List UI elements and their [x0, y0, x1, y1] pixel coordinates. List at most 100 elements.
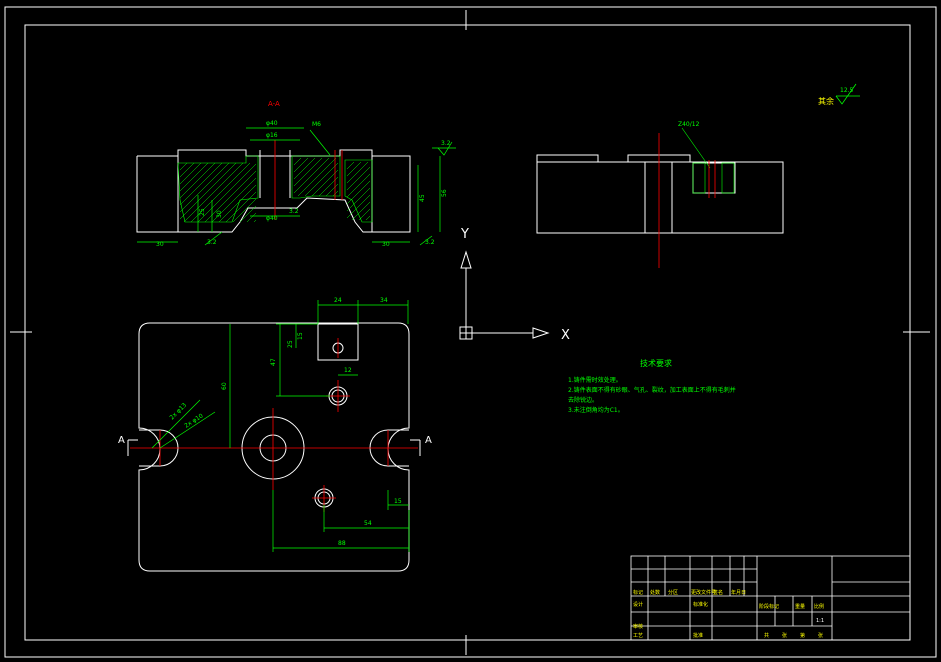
hatch-line [311, 169, 339, 197]
notes-title: 技术要求 [640, 358, 672, 368]
hatch-line [218, 184, 257, 223]
section-mark-left: A [118, 435, 125, 446]
section-view [136, 140, 411, 233]
svg-text:45: 45 [419, 194, 426, 202]
svg-text:重量: 重量 [795, 603, 805, 610]
svg-text:审核: 审核 [633, 623, 643, 630]
section-label: A-A [268, 100, 280, 108]
svg-text:去除锐边。: 去除锐边。 [568, 396, 598, 404]
hatch-line [179, 162, 216, 199]
section-mark-right: A [425, 435, 432, 446]
svg-text:张: 张 [818, 632, 823, 639]
hatch-line [293, 157, 302, 166]
svg-text:标准化: 标准化 [693, 601, 708, 608]
svg-text:阶段标记: 阶段标记 [759, 603, 779, 610]
hatch-line [293, 157, 309, 173]
hatch-line [346, 161, 369, 184]
hatch-line [346, 187, 371, 212]
svg-text:2.铸件表面不得有砂眼、气孔、裂纹，加工表面上不得有毛刺并: 2.铸件表面不得有砂眼、气孔、裂纹，加工表面上不得有毛刺并 [568, 386, 736, 394]
svg-text:其余: 其余 [818, 96, 834, 106]
hatch-line [179, 162, 202, 185]
hatch-line [293, 157, 323, 187]
svg-text:24: 24 [334, 297, 342, 304]
svg-text:30: 30 [216, 210, 223, 218]
hatch-line [346, 161, 355, 170]
hatch-line [179, 162, 209, 192]
svg-text:25: 25 [199, 208, 206, 216]
svg-text:M6: M6 [312, 121, 321, 128]
section-dim-text: φ40 φ16 φ40 30 30 25 30 45 56 3.2 3.2 3.… [156, 120, 451, 248]
svg-text:54: 54 [364, 520, 372, 527]
svg-text:标记: 标记 [633, 589, 643, 596]
hatch-line [346, 161, 362, 177]
hatch-line [351, 201, 371, 221]
svg-text:工艺: 工艺 [633, 633, 643, 639]
svg-text:φ40: φ40 [266, 120, 278, 127]
svg-text:30: 30 [382, 241, 390, 248]
svg-text:3.2: 3.2 [441, 140, 451, 147]
hatch-line [179, 162, 223, 206]
hatch-line [179, 162, 230, 213]
hatch-line [179, 162, 195, 178]
drawing-border [4, 6, 937, 658]
hatch-line [346, 166, 371, 191]
hatch-line [358, 208, 371, 221]
svg-text:34: 34 [380, 297, 388, 304]
hatch-line [232, 198, 257, 223]
svg-text:2x φ13: 2x φ13 [168, 402, 188, 422]
side-view-thread [681, 127, 735, 194]
hatch-line [246, 212, 257, 223]
hatch-line [211, 177, 257, 223]
svg-text:15: 15 [297, 332, 304, 340]
hatch-line [204, 170, 257, 223]
roughness-symbol: 12.5 其余 [818, 83, 860, 106]
svg-text:3.2: 3.2 [289, 208, 299, 215]
hatch-line [304, 162, 339, 197]
svg-text:12: 12 [344, 367, 352, 374]
svg-text:处数: 处数 [650, 589, 660, 596]
svg-text:年月日: 年月日 [731, 589, 746, 596]
svg-text:第: 第 [800, 632, 805, 639]
svg-text:30: 30 [156, 241, 164, 248]
svg-text:φ16: φ16 [266, 132, 278, 139]
section-marks [127, 439, 421, 456]
svg-text:60: 60 [221, 382, 228, 390]
svg-text:3.未注倒角均为C1。: 3.未注倒角均为C1。 [568, 406, 624, 414]
thread-callout: Z40/12 [678, 121, 700, 128]
hatch-line [346, 173, 371, 198]
svg-text:47: 47 [270, 358, 277, 366]
svg-text:15: 15 [394, 498, 402, 505]
hatch-line [332, 190, 339, 197]
technical-notes: 技术要求 1.铸件需时效处理。 2.铸件表面不得有砂眼、气孔、裂纹，加工表面上不… [568, 358, 736, 414]
axis-y-label: Y [460, 227, 469, 242]
hatch-line [297, 157, 337, 197]
hatch-line [183, 162, 244, 223]
plan-dimensions [151, 300, 410, 552]
title-block-text: 标记 处数 分区 更改文件号 签名 年月日 设计 标准化 阶段标记 重量 比例 … [633, 589, 824, 639]
plan-dim-text: 24 34 15 25 47 12 60 15 54 88 2x φ13 2x … [168, 297, 401, 547]
hatch-line [179, 162, 188, 171]
svg-text:设计: 设计 [633, 601, 643, 608]
svg-text:1.铸件需时效处理。: 1.铸件需时效处理。 [568, 376, 622, 384]
svg-text:3.2: 3.2 [207, 239, 217, 246]
hatch-line [179, 162, 237, 220]
hatch-line [239, 205, 257, 223]
hatch-line [365, 215, 371, 221]
svg-text:共: 共 [764, 632, 769, 639]
axis-x-label: X [561, 328, 570, 343]
svg-text:更改文件号: 更改文件号 [691, 589, 716, 596]
svg-text:1:1: 1:1 [816, 618, 824, 624]
svg-text:比例: 比例 [814, 603, 824, 610]
section-dimensions [137, 127, 456, 246]
svg-text:分区: 分区 [668, 589, 678, 596]
svg-text:批准: 批准 [693, 632, 703, 639]
svg-text:3.2: 3.2 [425, 239, 435, 246]
hatch-line [190, 162, 251, 223]
hatch-line [346, 194, 371, 219]
svg-text:88: 88 [338, 540, 346, 547]
svg-text:56: 56 [441, 189, 448, 197]
hatch-line [197, 163, 257, 223]
svg-text:φ40: φ40 [266, 215, 278, 222]
title-block [630, 555, 911, 641]
